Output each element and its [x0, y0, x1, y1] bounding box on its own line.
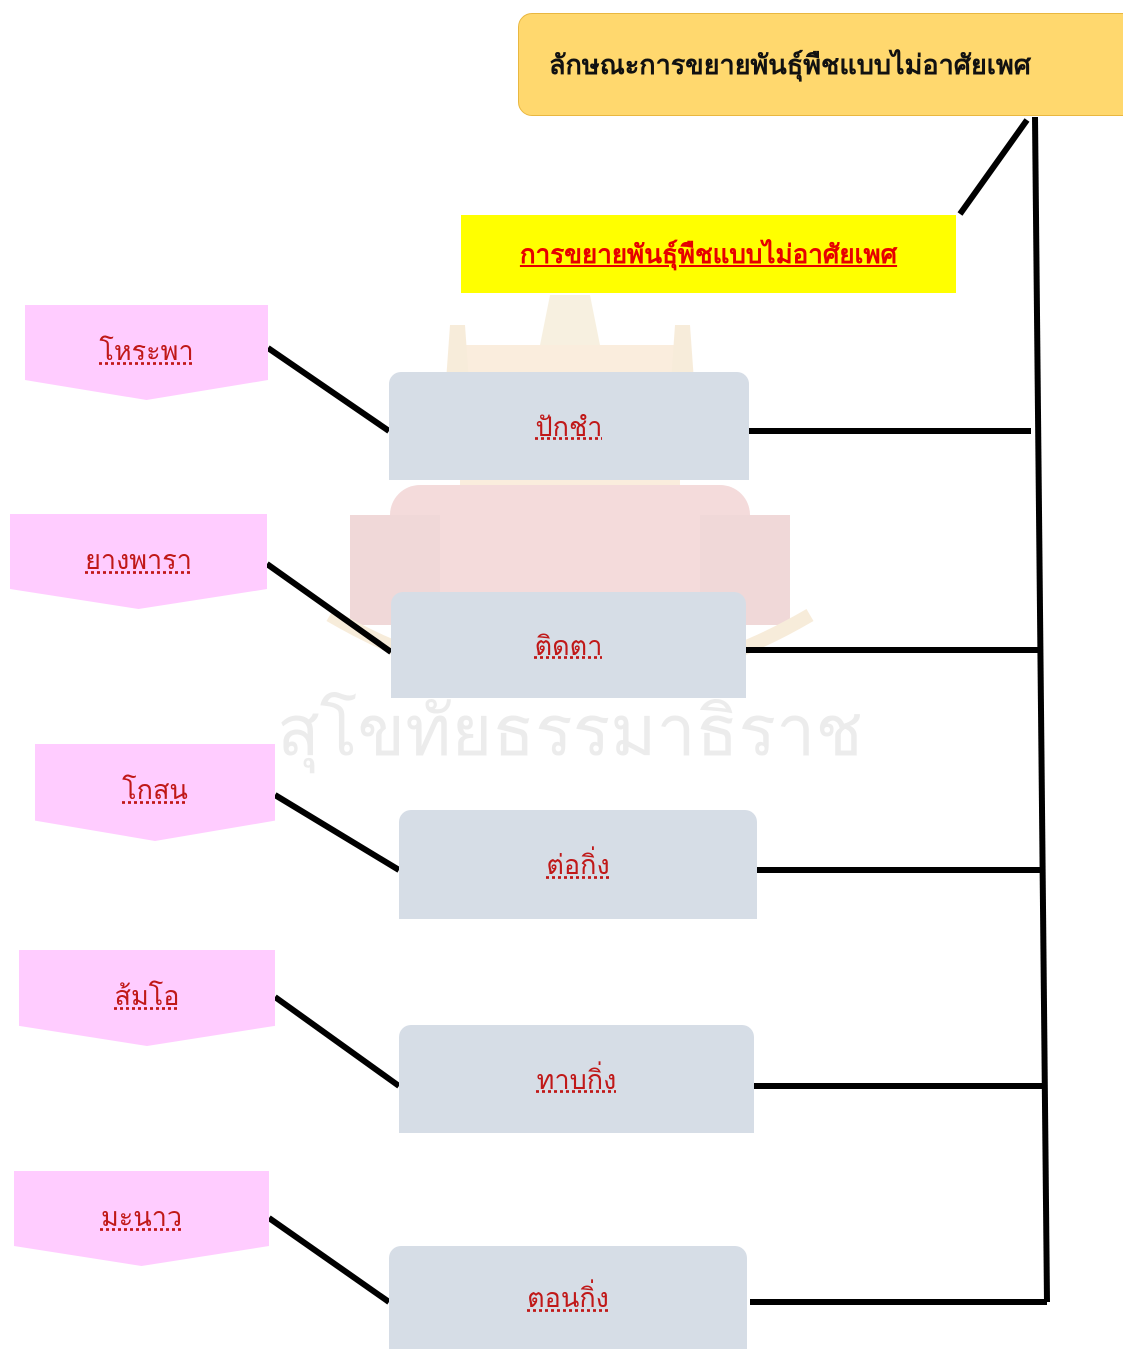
example-label: ส้มโอ: [19, 974, 275, 1017]
subtitle-box: การขยายพันธุ์พืชแบบไม่อาศัยเพศ: [461, 215, 956, 293]
example-label: โกสน: [35, 768, 275, 811]
method-box-grafting: ต่อกิ่ง: [399, 810, 757, 919]
subtitle-connector: [960, 120, 1027, 214]
method-label: ทาบกิ่ง: [537, 1058, 617, 1101]
title-box: ลักษณะการขยายพันธุ์พืชแบบไม่อาศัยเพศ: [518, 13, 1123, 116]
example-connector-3: [275, 795, 399, 870]
method-box-approach-grafting: ทาบกิ่ง: [399, 1025, 754, 1133]
example-tag-pomelo: ส้มโอ: [19, 950, 275, 1046]
method-box-budding: ติดตา: [391, 592, 746, 698]
diagram-title: ลักษณะการขยายพันธุ์พืชแบบไม่อาศัยเพศ: [549, 43, 1031, 86]
example-connector-1: [268, 348, 389, 431]
example-connector-2: [267, 564, 391, 652]
example-connector-5: [269, 1218, 389, 1302]
example-tag-croton: โกสน: [35, 744, 275, 841]
diagram-subtitle: การขยายพันธุ์พืชแบบไม่อาศัยเพศ: [520, 234, 897, 275]
trunk-line: [1035, 117, 1047, 1302]
method-box-cutting: ปักชำ: [389, 372, 749, 480]
example-connector-4: [275, 997, 399, 1086]
example-label: โหระพา: [25, 329, 268, 372]
example-label: ยางพารา: [10, 538, 267, 581]
example-tag-lime: มะนาว: [14, 1171, 269, 1266]
method-box-layering: ตอนกิ่ง: [389, 1246, 747, 1349]
example-tag-rubber: ยางพารา: [10, 514, 267, 609]
method-label: ตอนกิ่ง: [527, 1276, 609, 1319]
method-label: ปักชำ: [536, 405, 603, 448]
example-label: มะนาว: [14, 1195, 269, 1238]
method-label: ติดตา: [535, 624, 603, 667]
example-tag-basil: โหระพา: [25, 305, 268, 400]
method-label: ต่อกิ่ง: [546, 843, 609, 886]
